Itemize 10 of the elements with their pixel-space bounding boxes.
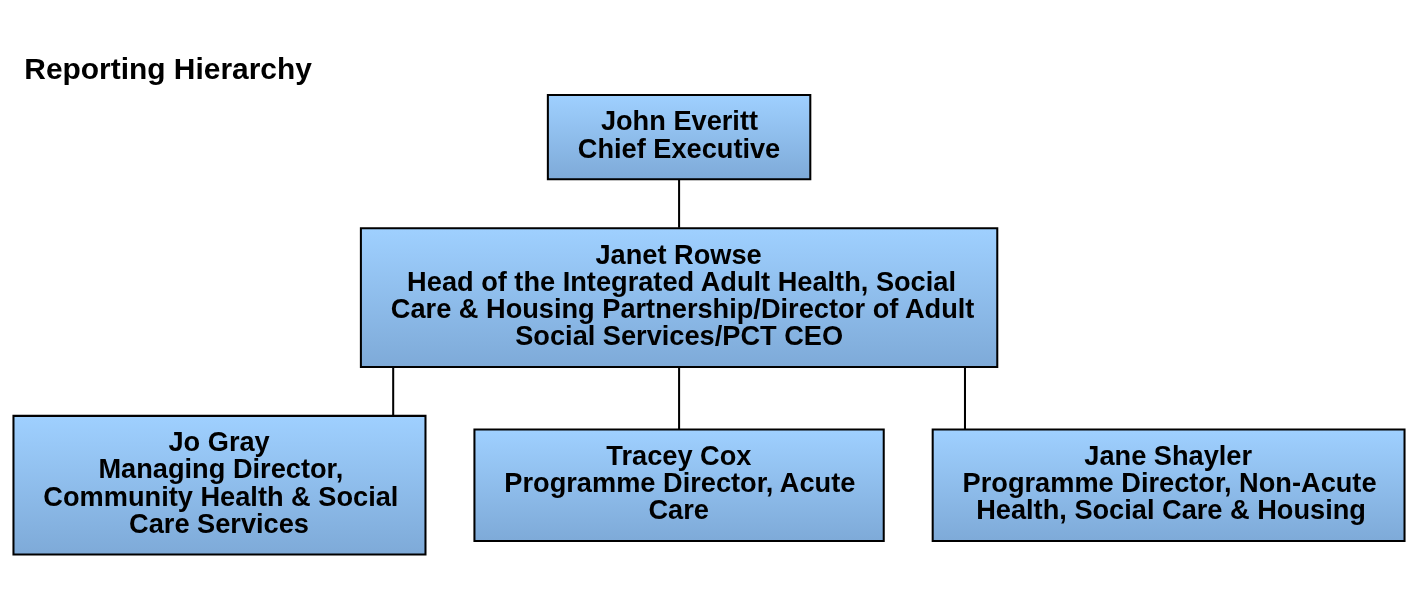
connector: [678, 367, 681, 430]
node-box: John Everitt Chief Executive: [546, 93, 812, 181]
connector: [963, 367, 966, 430]
node-box: Jo Gray Managing Director, Community Health & Social Care Services: [12, 414, 427, 556]
node-box: Jane Shayler Programme Director, Non-Acute Health, Social Care & Housing: [931, 428, 1406, 542]
node-box: Tracey Cox Programme Director, Acute Care: [473, 428, 885, 542]
node-box: Janet Rowse Head of the Integrated Adult Health, Social Care & Housing Partnership/Director of Adult Social Services/PCT CEO: [359, 227, 999, 368]
diagram-title: Reporting Hierarchy: [24, 52, 312, 86]
connector: [678, 179, 681, 228]
connector: [392, 367, 395, 416]
